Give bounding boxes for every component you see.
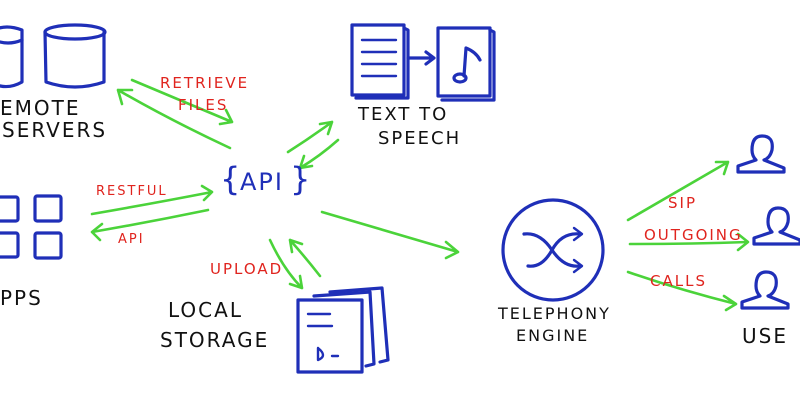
- text-to-speech-label-line1: TEXT TO: [358, 104, 449, 125]
- app-grid-icon: [0, 194, 63, 260]
- text-to-speech-label-line2: SPEECH: [378, 128, 462, 149]
- remote-servers-label-line2: SERVERS: [2, 118, 108, 142]
- music-note-icon: [436, 26, 496, 102]
- arrow-api-apps: [90, 184, 214, 242]
- user-icon: [736, 134, 786, 174]
- text-document-icon: [350, 23, 410, 100]
- arrow-api-text-to-speech: [286, 120, 340, 170]
- server-icon: [0, 25, 24, 89]
- retrieve-files-label-line2: FILES: [178, 96, 229, 114]
- user-icon: [740, 270, 790, 310]
- arrow-api-remote-servers: [116, 78, 234, 150]
- server-icon: [43, 23, 107, 89]
- outgoing-label: OUTGOING: [644, 226, 743, 244]
- api-label: API: [240, 168, 284, 196]
- arrow-api-local-storage: [268, 238, 322, 290]
- arrow-telephony-users: [626, 160, 750, 312]
- local-storage-label-line1: LOCAL: [168, 298, 243, 322]
- api-brace-left: {: [220, 160, 243, 198]
- user-icon: [752, 206, 800, 246]
- telephony-engine-label-line1: TELEPHONY: [498, 304, 611, 323]
- telephony-engine-label-line2: ENGINE: [516, 326, 590, 345]
- retrieve-files-label-line1: RETRIEVE: [160, 74, 250, 92]
- convert-arrow-icon: [406, 50, 436, 66]
- users-label: USE: [742, 324, 788, 348]
- shuffle-circle-icon: [501, 198, 605, 302]
- calls-label: CALLS: [650, 272, 707, 290]
- arrow-api-telephony: [320, 210, 460, 260]
- upload-label: UPLOAD: [210, 260, 284, 278]
- restful-label: RESTFUL: [96, 184, 168, 199]
- apps-label: PPS: [0, 286, 43, 310]
- api-brace-right: }: [290, 160, 313, 198]
- sip-label: SIP: [668, 194, 697, 212]
- file-stack-icon: [296, 286, 390, 374]
- api-edge-label: API: [118, 232, 145, 247]
- local-storage-label-line2: STORAGE: [160, 328, 270, 352]
- remote-servers-label-line1: EMOTE: [0, 96, 81, 120]
